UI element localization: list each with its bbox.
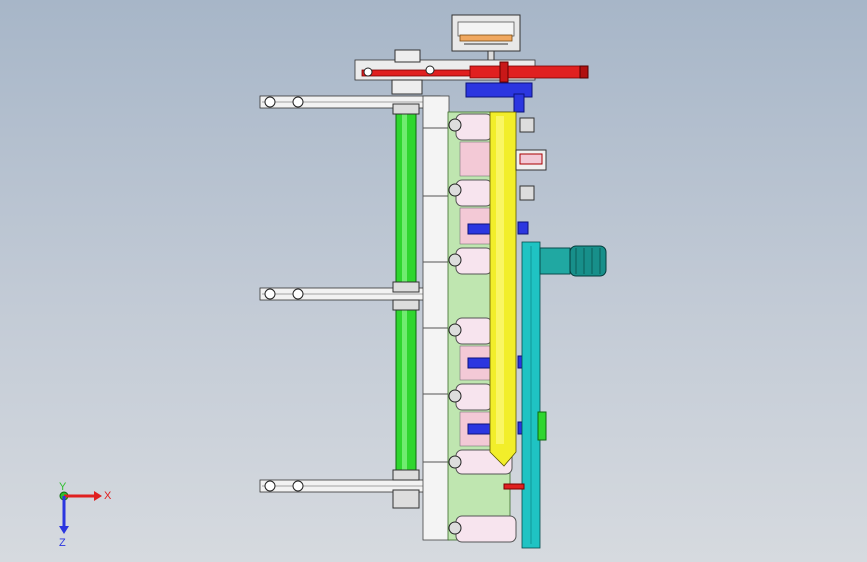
yellow-beam-highlight: [496, 116, 504, 444]
red-bar-bottom: [503, 483, 525, 490]
cyan-plate: [521, 241, 547, 549]
x-axis-arrowhead: [94, 491, 102, 501]
blue-block-small: [513, 93, 525, 113]
x-axis-label: X: [104, 490, 112, 502]
right-fixtures: [515, 117, 547, 201]
axis-triad: X Y Z: [59, 481, 112, 549]
motor: [539, 245, 607, 277]
z-axis-arrowhead: [59, 526, 69, 534]
top-bracket: [451, 14, 521, 64]
top-linkage: [354, 49, 589, 95]
y-axis-label: Y: [59, 481, 67, 493]
guide-column: [422, 95, 450, 541]
z-axis-label: Z: [59, 537, 66, 549]
green-roller: [392, 103, 420, 509]
